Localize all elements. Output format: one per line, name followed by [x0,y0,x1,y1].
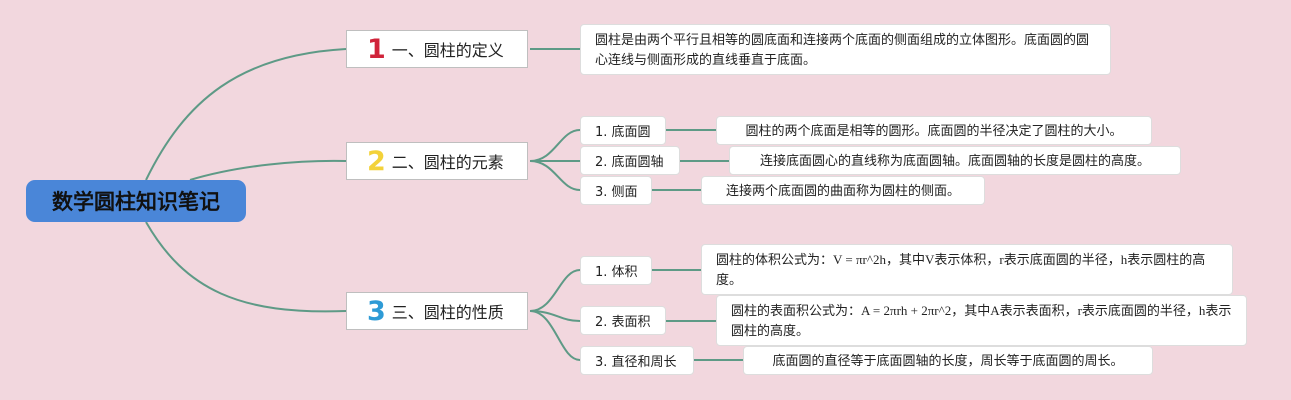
root-title: 数学圆柱知识笔记 [52,190,220,214]
description-text: 底面圆的直径等于底面圆轴的长度，周长等于底面圆的周长。 [772,352,1124,368]
subtopic-base-axis[interactable]: 2. 底面圆轴 [580,146,680,175]
branch-label: 一、圆柱的定义 [391,41,504,60]
root-topic[interactable]: 数学圆柱知识笔记 [26,180,246,222]
description-text: 圆柱是由两个平行且相等的圆底面和连接两个底面的侧面组成的立体图形。底面圆的圆心连… [595,31,1090,67]
subtopic-label: 2. 底面圆轴 [595,155,664,170]
definition-description[interactable]: 圆柱是由两个平行且相等的圆底面和连接两个底面的侧面组成的立体图形。底面圆的圆心连… [580,24,1111,75]
description-text: 连接底面圆心的直线称为底面圆轴。底面圆轴的长度是圆柱的高度。 [759,152,1150,168]
description-text: 圆柱的体积公式为：V = πr^2h，其中V表示体积，r表示底面圆的半径，h表示… [716,251,1206,287]
number-1-icon: 1 [367,33,386,65]
diameter-circumference-description[interactable]: 底面圆的直径等于底面圆轴的长度，周长等于底面圆的周长。 [743,346,1153,375]
subtopic-surface-area[interactable]: 2. 表面积 [580,306,666,335]
branch-definition[interactable]: 1 一、圆柱的定义 [346,30,528,68]
description-text: 圆柱的表面积公式为：A = 2πrh + 2πr^2，其中A表示表面积，r表示底… [731,302,1232,338]
base-axis-description[interactable]: 连接底面圆心的直线称为底面圆轴。底面圆轴的长度是圆柱的高度。 [729,146,1181,175]
base-circle-description[interactable]: 圆柱的两个底面是相等的圆形。底面圆的半径决定了圆柱的大小。 [716,116,1152,145]
subtopic-label: 3. 侧面 [595,185,638,200]
surface-area-description[interactable]: 圆柱的表面积公式为：A = 2πrh + 2πr^2，其中A表示表面积，r表示底… [716,295,1247,346]
volume-description[interactable]: 圆柱的体积公式为：V = πr^2h，其中V表示体积，r表示底面圆的半径，h表示… [701,244,1233,295]
subtopic-label: 3. 直径和周长 [595,355,677,370]
branch-label: 二、圆柱的元素 [391,153,504,172]
branch-label: 三、圆柱的性质 [391,303,504,322]
branch-elements[interactable]: 2 二、圆柱的元素 [346,142,528,180]
branch-properties[interactable]: 3 三、圆柱的性质 [346,292,528,330]
description-text: 连接两个底面圆的曲面称为圆柱的侧面。 [725,182,960,198]
subtopic-base-circle[interactable]: 1. 底面圆 [580,116,666,145]
lateral-surface-description[interactable]: 连接两个底面圆的曲面称为圆柱的侧面。 [701,176,985,205]
subtopic-label: 2. 表面积 [595,315,651,330]
subtopic-volume[interactable]: 1. 体积 [580,256,652,285]
subtopic-diameter-circumference[interactable]: 3. 直径和周长 [580,346,694,375]
subtopic-label: 1. 底面圆 [595,125,651,140]
number-3-icon: 3 [367,295,386,327]
description-text: 圆柱的两个底面是相等的圆形。底面圆的半径决定了圆柱的大小。 [745,122,1123,138]
subtopic-label: 1. 体积 [595,265,638,280]
subtopic-lateral-surface[interactable]: 3. 侧面 [580,176,652,205]
number-2-icon: 2 [367,145,386,177]
